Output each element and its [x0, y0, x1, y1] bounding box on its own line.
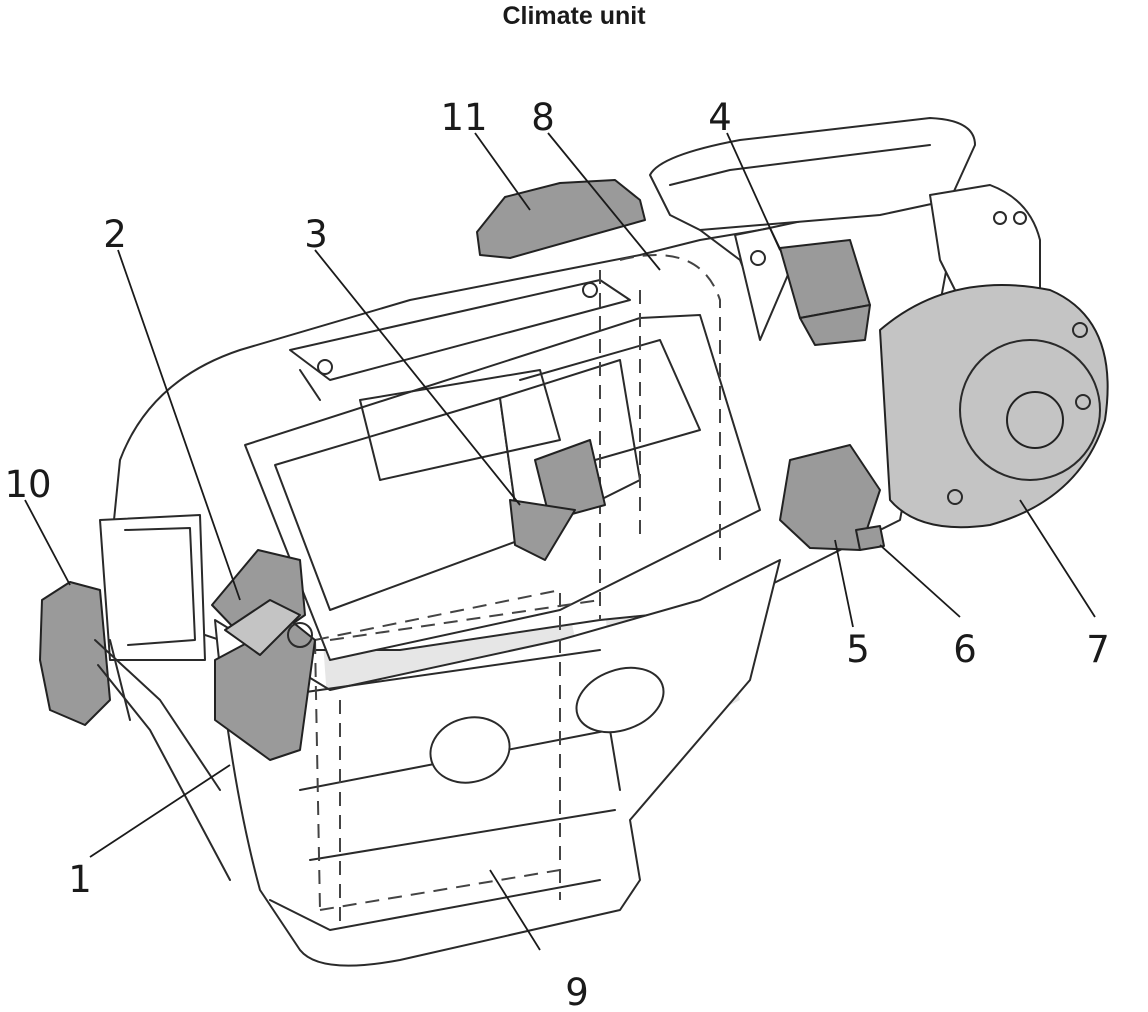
component-11-actuator — [476, 179, 646, 259]
callout-8: 8 — [531, 96, 555, 139]
callout-3: 3 — [304, 213, 328, 256]
callout-4: 4 — [708, 96, 732, 139]
callout-6: 6 — [953, 628, 977, 671]
component-3-flap-motor — [509, 439, 606, 561]
callout-labels: 1 2 3 4 5 6 7 8 9 10 11 — [4, 96, 1109, 1012]
component-1-actuator — [214, 599, 316, 761]
callout-1: 1 — [68, 858, 92, 901]
leader-lines — [24, 132, 1096, 951]
diagram-title: Climate unit — [502, 2, 646, 30]
callout-11: 11 — [440, 96, 487, 139]
hidden-internal-outlines — [314, 254, 721, 930]
component-6-sensor — [855, 525, 885, 551]
callout-9: 9 — [565, 971, 589, 1012]
component-10-expansion-valve — [39, 581, 231, 881]
blower-motor — [879, 284, 1109, 529]
callout-5: 5 — [846, 628, 870, 671]
main-housing — [99, 117, 1041, 967]
callout-2: 2 — [103, 213, 127, 256]
component-4-module — [779, 239, 871, 346]
callout-10: 10 — [4, 463, 51, 506]
callout-7: 7 — [1086, 628, 1110, 671]
